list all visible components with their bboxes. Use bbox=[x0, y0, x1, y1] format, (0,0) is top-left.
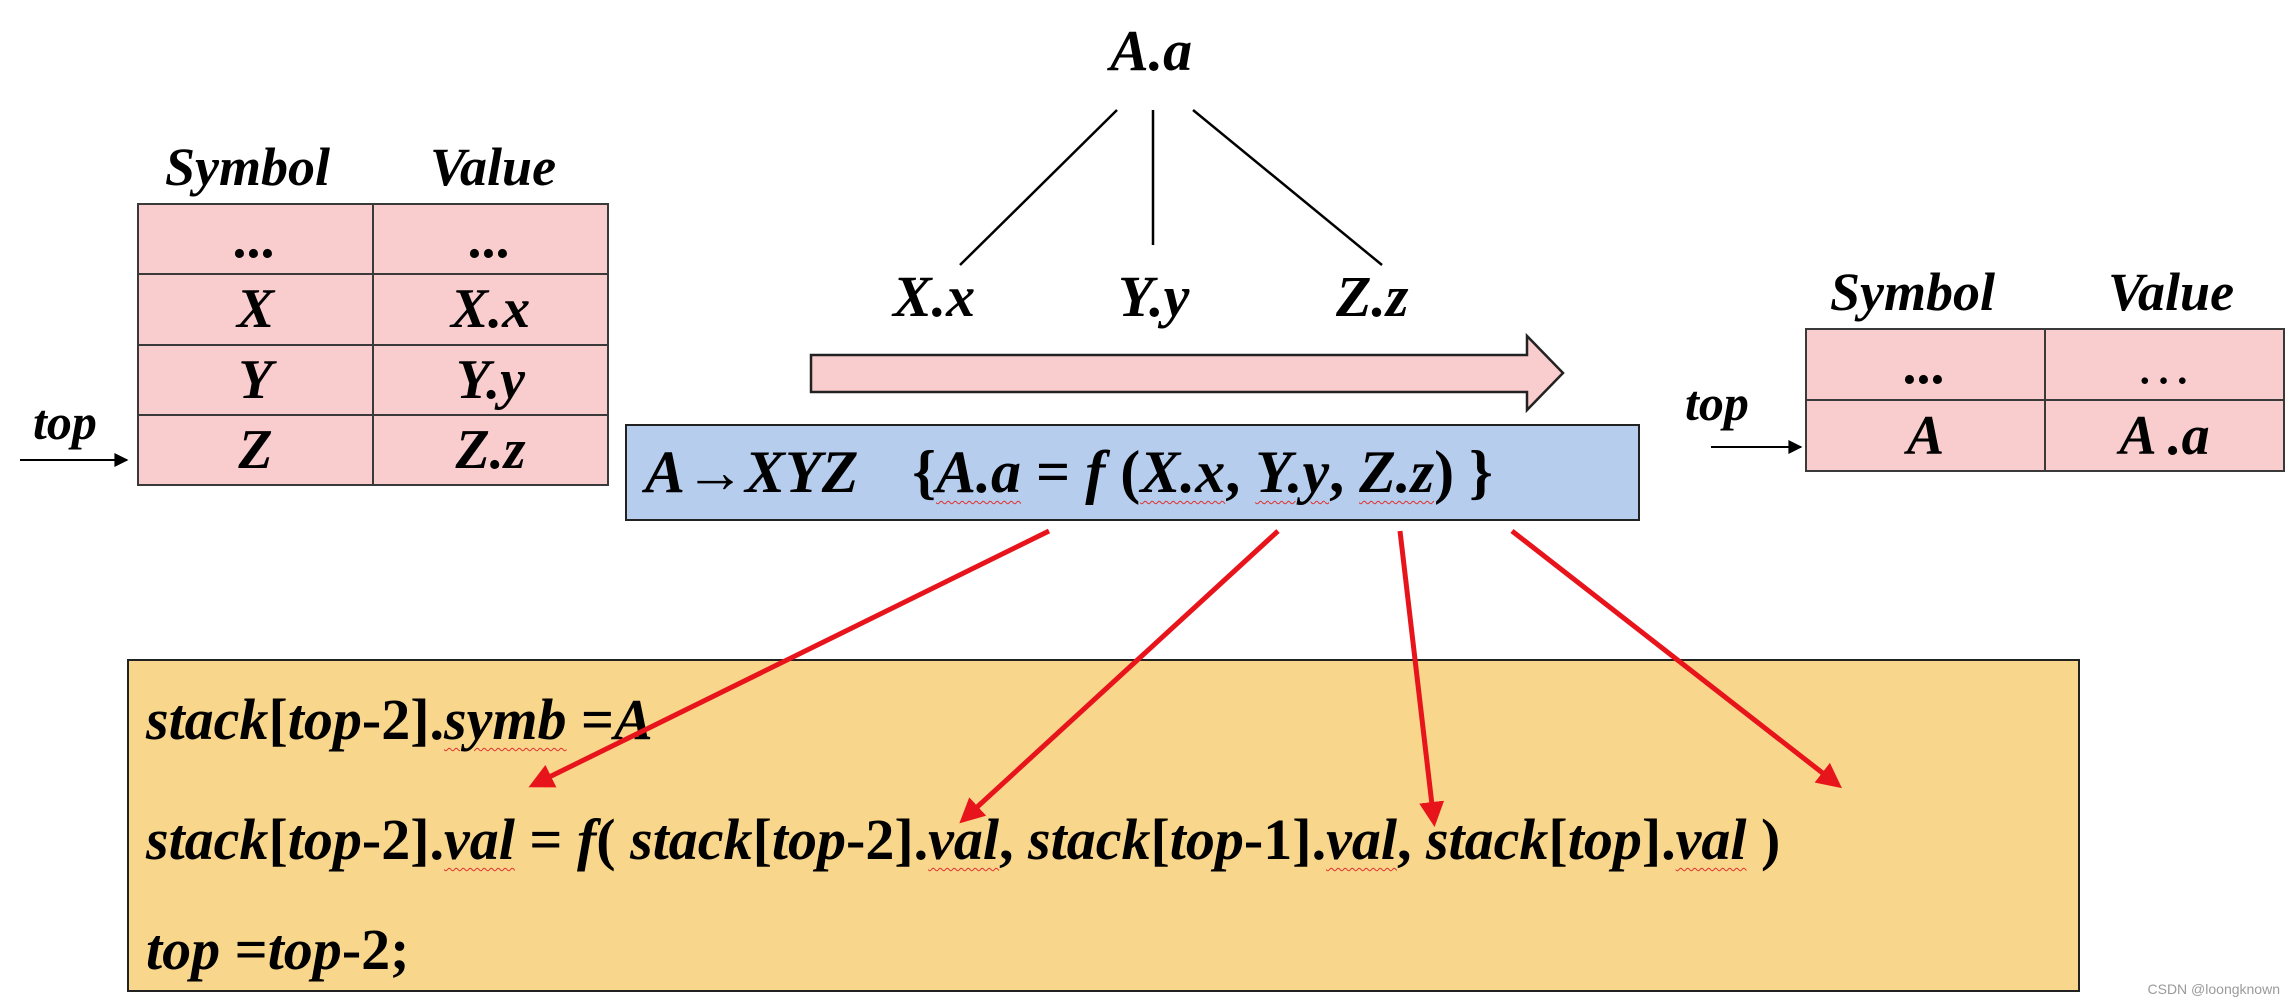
code-token: f bbox=[576, 807, 597, 872]
code-token: top bbox=[287, 687, 362, 752]
table-row: Y Y.y bbox=[137, 343, 609, 416]
left-table-symbol-header: Symbol bbox=[165, 137, 331, 197]
prod-eq: = bbox=[1021, 439, 1086, 505]
code-token: = bbox=[566, 687, 615, 752]
prod-paren-close: ) bbox=[1434, 439, 1455, 505]
left-cell-symbol: Z bbox=[137, 413, 374, 487]
code-line-2: stack[top-2].val = f( stack[top-2].val, … bbox=[146, 811, 1780, 869]
red-arrow-lhs-to-symb bbox=[528, 528, 1051, 788]
tree-edge-z bbox=[1192, 109, 1383, 266]
code-token: val bbox=[1675, 807, 1747, 872]
code-token: stack bbox=[146, 807, 269, 872]
prod-lhs: A.a bbox=[936, 439, 1022, 505]
prod-comma1: , bbox=[1225, 439, 1256, 505]
code-token: stack bbox=[1028, 807, 1151, 872]
code-line-1: stack[top-2].symb =A bbox=[146, 691, 653, 749]
left-table-value-header: Value bbox=[430, 137, 557, 197]
prod-arg2: Y.y bbox=[1255, 439, 1330, 505]
right-cell-symbol: A bbox=[1805, 399, 2046, 472]
code-token: -2 bbox=[361, 807, 411, 872]
red-arrow-z-to-top bbox=[1510, 529, 1842, 789]
prod-brace-open: { bbox=[912, 439, 937, 505]
code-token: [ bbox=[268, 807, 288, 872]
code-token: ]. bbox=[1641, 807, 1676, 872]
code-token: ]. bbox=[410, 687, 445, 752]
left-stack-table: ... ... X X.x Y Y.y Z Z.z bbox=[137, 202, 609, 487]
prod-func: f bbox=[1085, 439, 1106, 505]
right-stack-table: ... … A A .a bbox=[1805, 328, 2285, 472]
code-token: [ bbox=[1150, 807, 1170, 872]
reduce-arrow bbox=[809, 332, 1565, 414]
right-top-label: top bbox=[1685, 375, 1749, 431]
code-token: top bbox=[771, 807, 847, 872]
code-token: top bbox=[146, 917, 221, 982]
prod-arg3: Z.z bbox=[1359, 439, 1435, 505]
table-row: ... ... bbox=[137, 202, 609, 276]
code-token: top bbox=[1567, 807, 1642, 872]
code-line-3: top =top-2; bbox=[146, 921, 409, 979]
code-token: top bbox=[267, 917, 342, 982]
production-rule: A→XYZ { A.a = f (X.x, Y.y, Z.z) } bbox=[625, 424, 1640, 521]
prod-head: A bbox=[645, 439, 686, 505]
code-token: [ bbox=[752, 807, 772, 872]
code-token: [ bbox=[1548, 807, 1568, 872]
left-cell-symbol: Y bbox=[137, 343, 374, 416]
right-cell-value: A .a bbox=[2044, 399, 2285, 472]
prod-paren-open: ( bbox=[1105, 439, 1141, 505]
code-token: -2; bbox=[341, 917, 410, 982]
left-cell-symbol: ... bbox=[137, 202, 374, 276]
prod-arrow: → bbox=[685, 439, 746, 505]
left-cell-value: ... bbox=[372, 202, 609, 276]
code-token: , bbox=[1396, 807, 1426, 872]
code-token: ]. bbox=[1292, 807, 1327, 872]
prod-brace-close: } bbox=[1454, 439, 1493, 505]
prod-body: XYZ bbox=[745, 439, 859, 505]
semantic-action-code: stack[top-2].symb =A stack[top-2].val = … bbox=[127, 659, 2080, 992]
table-row: X X.x bbox=[137, 273, 609, 346]
code-token: -2 bbox=[361, 687, 411, 752]
red-arrow-y-to-top1 bbox=[1397, 530, 1445, 827]
right-table-symbol-header: Symbol bbox=[1830, 262, 1996, 322]
table-row: ... … bbox=[1805, 328, 2285, 401]
right-table-value-header: Value bbox=[2108, 262, 2235, 322]
code-token: val bbox=[1326, 807, 1397, 872]
code-token: A bbox=[614, 687, 653, 752]
tree-edge-x bbox=[959, 109, 1118, 266]
left-cell-symbol: X bbox=[137, 273, 374, 346]
watermark: CSDN @loongknown bbox=[2147, 981, 2281, 997]
code-token: stack bbox=[1425, 807, 1549, 872]
tree-root-label: A.a bbox=[1110, 18, 1193, 83]
table-row: Z Z.z bbox=[137, 413, 609, 487]
code-token: top bbox=[287, 807, 362, 872]
code-token: -1 bbox=[1243, 807, 1293, 872]
tree-child-y: Y.y bbox=[1118, 264, 1190, 329]
code-token: = bbox=[220, 917, 268, 982]
prod-arg1: X.x bbox=[1140, 439, 1226, 505]
code-token: , bbox=[999, 807, 1029, 872]
tree-child-x: X.x bbox=[893, 264, 976, 329]
code-token: stack bbox=[146, 687, 269, 752]
code-token: = bbox=[514, 807, 577, 872]
left-cell-value: X.x bbox=[372, 273, 609, 346]
right-cell-value: … bbox=[2044, 328, 2285, 401]
code-token: symb bbox=[444, 687, 567, 752]
code-token: top bbox=[1169, 807, 1244, 872]
code-token: ) bbox=[1746, 807, 1781, 872]
prod-comma2: , bbox=[1329, 439, 1360, 505]
right-cell-symbol: ... bbox=[1805, 328, 2046, 401]
code-token: ]. bbox=[410, 807, 445, 872]
code-token: val bbox=[444, 807, 515, 872]
table-row: A A .a bbox=[1805, 399, 2285, 472]
red-arrow-x-to-top2 bbox=[959, 529, 1280, 824]
code-token: ]. bbox=[894, 807, 929, 872]
left-cell-value: Y.y bbox=[372, 343, 609, 416]
code-token: ( bbox=[596, 807, 631, 872]
code-token: -2 bbox=[846, 807, 895, 872]
tree-child-z: Z.z bbox=[1336, 264, 1409, 329]
code-token: stack bbox=[630, 807, 753, 872]
code-token: [ bbox=[268, 687, 288, 752]
left-cell-value: Z.z bbox=[372, 413, 609, 487]
left-top-label: top bbox=[33, 394, 97, 450]
